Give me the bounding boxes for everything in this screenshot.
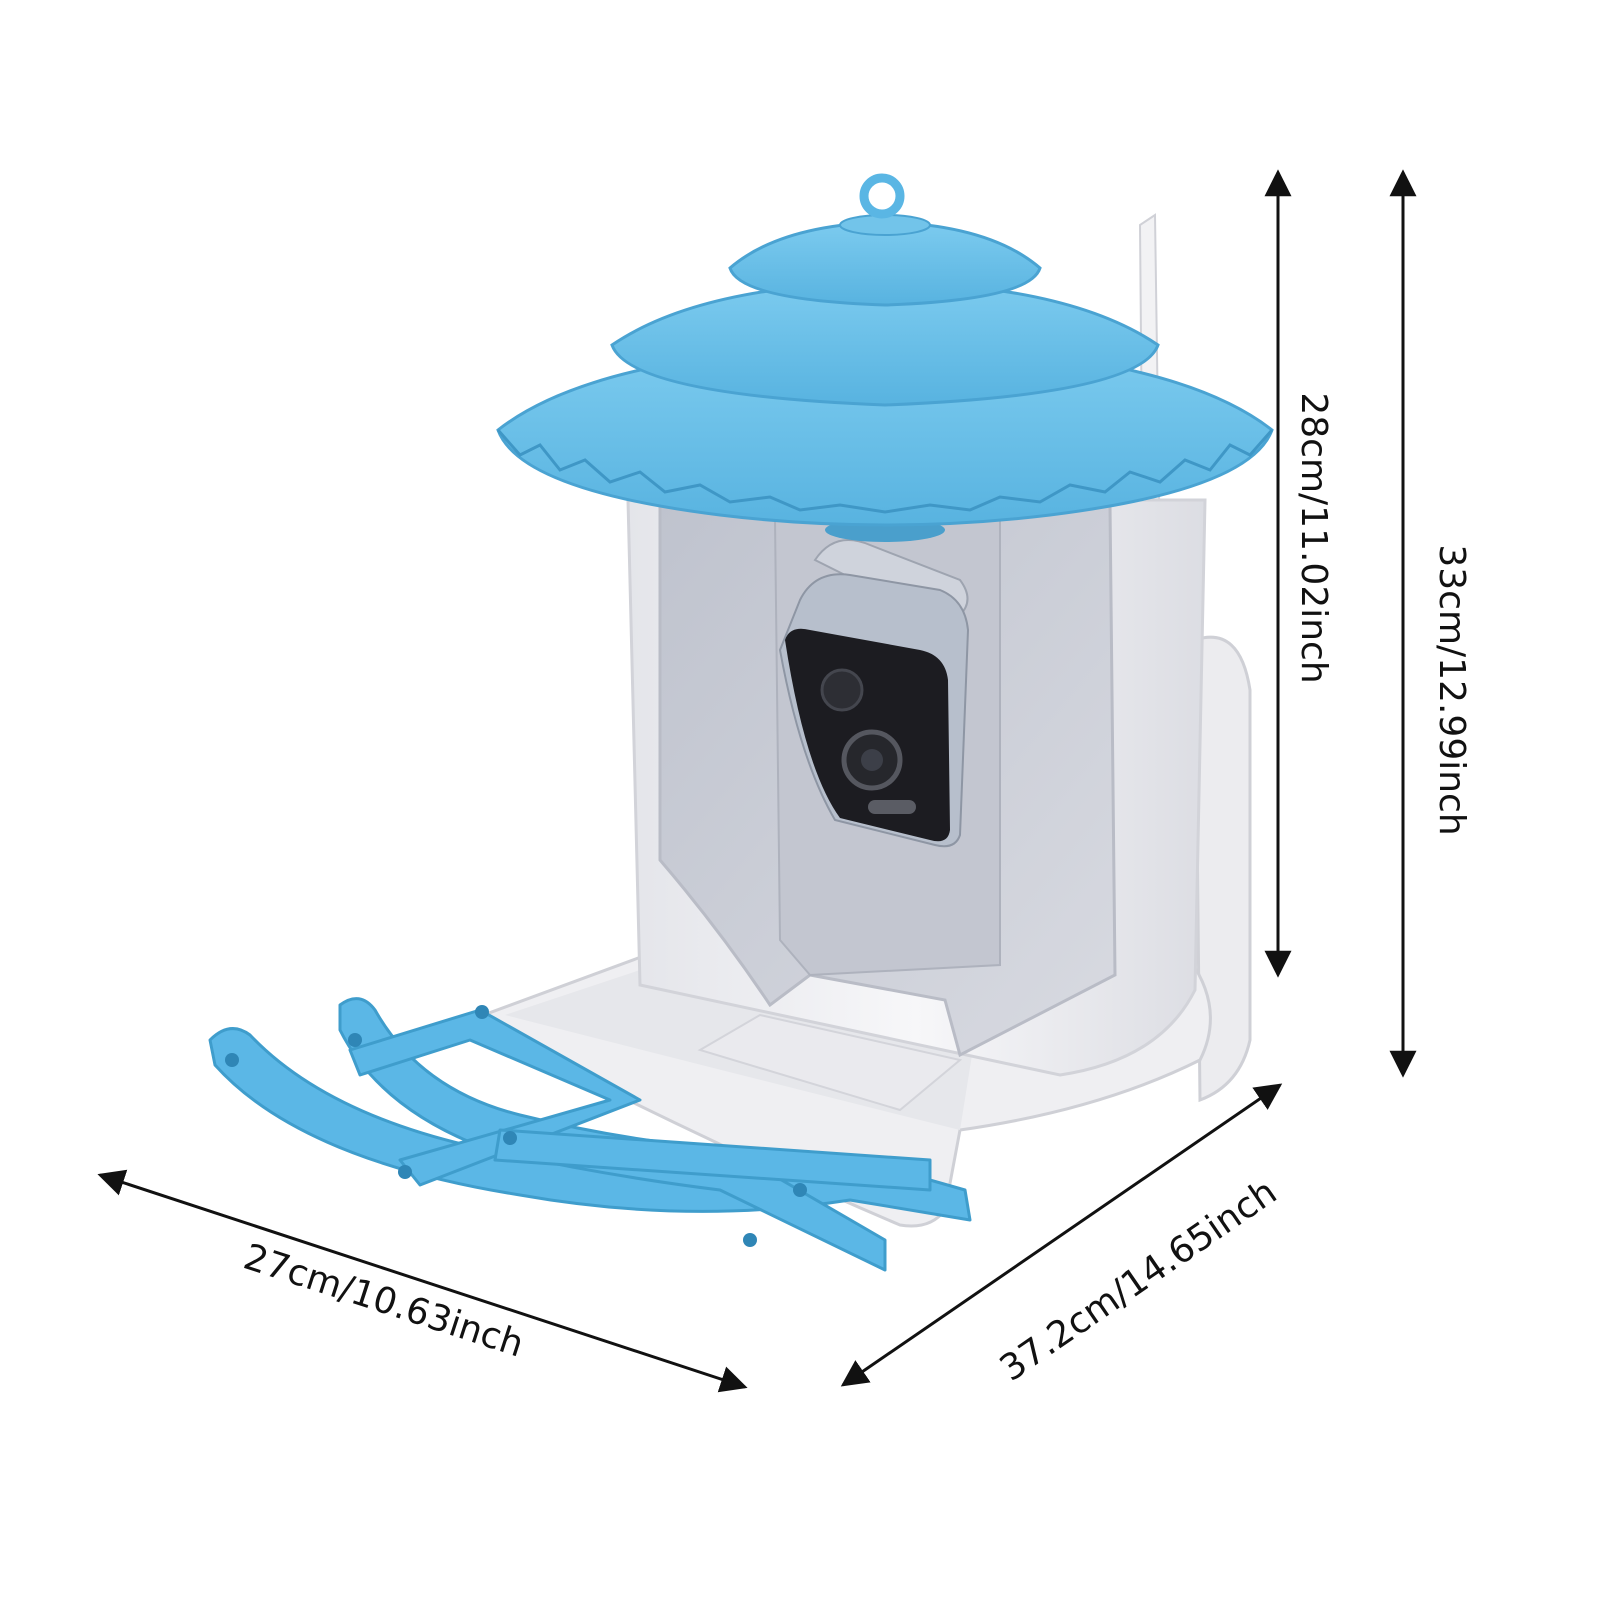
body-height-label: 28cm/11.02inch: [1293, 392, 1334, 683]
hanging-ring: [859, 173, 905, 219]
depth-label: 37.2cm/14.65inch: [993, 1171, 1285, 1389]
roof: [496, 173, 1274, 542]
bird-feeder: [208, 173, 1274, 1272]
depth-arrow: [840, 1083, 1283, 1387]
light-sensor: [868, 800, 916, 814]
dimension-annotations: [97, 169, 1417, 1393]
perch-crossbar: [348, 1008, 642, 1187]
total-height-label: 33cm/12.99inch: [1431, 544, 1472, 835]
pir-sensor-lens: [820, 668, 864, 712]
camera-module: [778, 539, 970, 848]
roof-top-tier: [728, 220, 1042, 307]
width-arrow: [97, 1169, 748, 1393]
